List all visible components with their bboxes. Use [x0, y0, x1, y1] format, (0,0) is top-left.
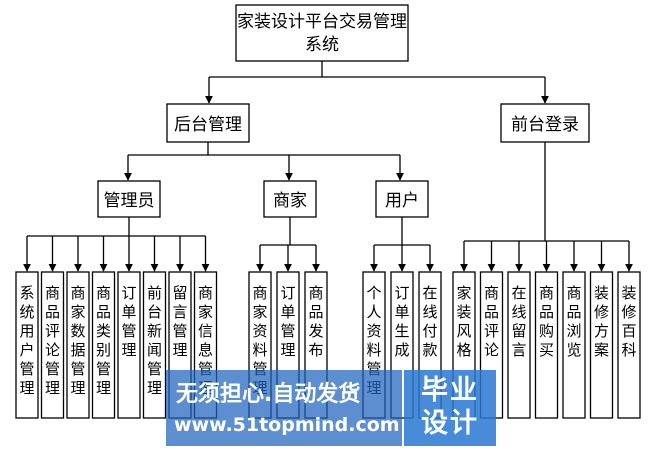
watermark-left-panel: 无须担心.自动发货 www.51topmind.com: [166, 370, 402, 446]
admin-module-box: [91, 271, 116, 419]
admin-module-box: [117, 271, 141, 419]
frontend-module-box: [589, 271, 614, 419]
frontend-module-label: 装修方案: [594, 284, 609, 359]
root-node-label-line1: 家装设计平台交易管理: [237, 12, 407, 32]
admin-module-label: 订单管理: [121, 284, 136, 359]
admin-module-box: [15, 271, 39, 419]
user-node-box: [375, 180, 429, 218]
frontend-module-label: 商品浏览: [566, 284, 581, 359]
frontend-module-box: [562, 271, 586, 419]
backend-node-box: [166, 103, 250, 143]
frontend-module-label: 商品购买: [539, 284, 554, 359]
user-module-label: 订单生成: [394, 284, 409, 359]
frontend-node-box: [500, 103, 590, 143]
merchant-node-box: [263, 180, 317, 218]
frontend-module-label: 装修百科: [621, 284, 636, 359]
admin-module-label: 系统用户管理: [19, 284, 34, 397]
watermark-url: www.51topmind.com: [174, 414, 400, 436]
admin-node-box: [97, 180, 161, 218]
admin-module-label: 商品类别管理: [96, 284, 111, 397]
merchant-module-label: 订单管理: [280, 284, 295, 359]
frontend-module-box: [534, 271, 559, 419]
frontend-module-label: 家装风格: [456, 284, 471, 359]
frontend-module-label: 在线留言: [511, 284, 526, 359]
watermark-slogan: 无须担心.自动发货: [176, 382, 361, 407]
frontend-module-box: [617, 271, 641, 419]
watermark-banner: 无须担心.自动发货 www.51topmind.com 毕业 设计: [166, 370, 496, 446]
merchant-node-label: 商家: [273, 191, 307, 211]
frontend-module-box: [507, 271, 531, 419]
connector-lines: [23, 61, 633, 272]
frontend-module-label: 商品评论: [484, 284, 499, 359]
diagram-boxes: 家装设计平台交易管理系统后台管理前台登录管理员商家用户系统用户管理商品评论管理商…: [15, 4, 641, 419]
backend-node-label: 后台管理: [174, 115, 242, 135]
frontend-node-label: 前台登录: [511, 115, 579, 135]
root-node-box: [235, 4, 409, 62]
merchant-module-label: 商品发布: [308, 284, 323, 359]
watermark-brand-panel: 毕业 设计: [404, 370, 496, 446]
watermark-brand: 毕业 设计: [404, 374, 496, 440]
admin-module-box: [142, 271, 167, 419]
admin-module-box: [66, 271, 90, 419]
admin-module-label: 商家数据管理: [70, 284, 85, 397]
root-node-label-line2: 系统: [305, 35, 339, 55]
watermark-brand-line1: 毕业: [421, 375, 479, 406]
user-node-label: 用户: [385, 191, 419, 211]
admin-module-label: 留言管理: [172, 284, 187, 359]
admin-module-label: 商品评论管理: [45, 284, 60, 397]
watermark-brand-line2: 设计: [421, 408, 479, 439]
admin-node-label: 管理员: [104, 191, 155, 211]
admin-module-label: 前台新闻管理: [147, 284, 162, 397]
admin-module-box: [40, 271, 65, 419]
user-module-label: 在线付款: [422, 284, 437, 359]
